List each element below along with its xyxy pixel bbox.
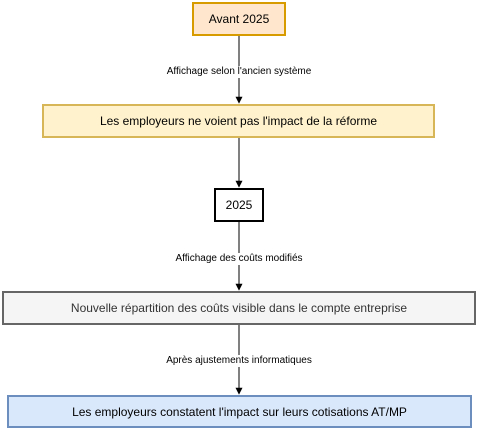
node-nouvelle-repartition: Nouvelle répartition des coûts visible d… [2, 291, 476, 325]
node-avant-2025-label: Avant 2025 [208, 12, 270, 26]
node-employeurs-constatent: Les employeurs constatent l'impact sur l… [7, 395, 472, 428]
node-employeurs-ne-voient-label: Les employeurs ne voient pas l'impact de… [99, 114, 378, 128]
edge-label-ancien-systeme: Affichage selon l'ancien système [165, 66, 313, 78]
node-nouvelle-repartition-label: Nouvelle répartition des coûts visible d… [70, 301, 408, 315]
edge-label-couts-modifies: Affichage des coûts modifiés [174, 253, 304, 265]
node-annee-2025: 2025 [214, 188, 264, 222]
node-annee-2025-label: 2025 [225, 198, 253, 212]
node-employeurs-constatent-label: Les employeurs constatent l'impact sur l… [72, 404, 407, 419]
edge-label-ajustements: Après ajustements informatiques [165, 355, 313, 367]
node-avant-2025: Avant 2025 [192, 2, 286, 36]
node-employeurs-ne-voient: Les employeurs ne voient pas l'impact de… [42, 104, 435, 138]
